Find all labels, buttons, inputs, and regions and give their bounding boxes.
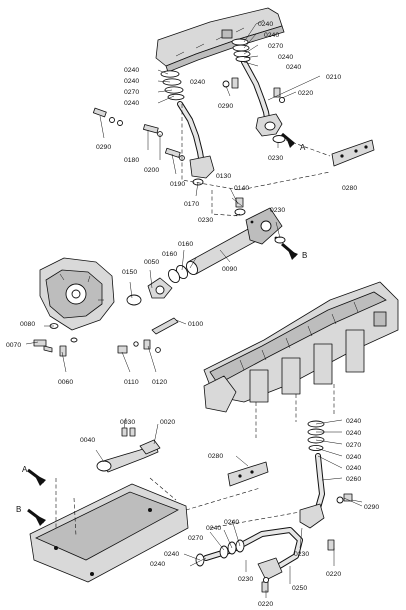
callout-0270: 0270 bbox=[346, 442, 361, 449]
callout-0020: 0020 bbox=[160, 419, 175, 426]
callout-0250: 0250 bbox=[292, 585, 307, 592]
callout-0270: 0270 bbox=[188, 535, 203, 542]
callout-0280: 0280 bbox=[342, 185, 357, 192]
oil-pan bbox=[29, 483, 189, 583]
callout-0240: 0240 bbox=[346, 430, 361, 437]
callout-0130: 0130 bbox=[216, 173, 231, 180]
bolt-set-upper-left bbox=[92, 107, 185, 161]
pipe-0090 bbox=[167, 197, 286, 284]
direction-arrow-b-bottom bbox=[27, 508, 46, 526]
callout-0240: 0240 bbox=[346, 454, 361, 461]
callout-0100: 0100 bbox=[188, 321, 203, 328]
callout-0030: 0030 bbox=[120, 419, 135, 426]
callout-0070: 0070 bbox=[6, 342, 21, 349]
callout-0290: 0290 bbox=[96, 144, 111, 151]
upper-hose-left bbox=[160, 70, 239, 186]
callout-0210: 0210 bbox=[326, 74, 341, 81]
callout-0240: 0240 bbox=[190, 79, 205, 86]
callout-0270: 0270 bbox=[268, 43, 283, 50]
callout-0220: 0220 bbox=[258, 601, 273, 608]
turbo-housing bbox=[39, 257, 115, 331]
callout-0240: 0240 bbox=[164, 551, 179, 558]
callout-0240: 0240 bbox=[346, 465, 361, 472]
callout-0280: 0280 bbox=[208, 453, 223, 460]
callout-0240: 0240 bbox=[346, 418, 361, 425]
callout-0140: 0140 bbox=[234, 185, 249, 192]
callout-0060: 0060 bbox=[58, 379, 73, 386]
direction-label-b-mid: B bbox=[302, 251, 307, 260]
callout-labels: 0240 0240 0270 0240 0240 0210 0220 0290 … bbox=[6, 21, 379, 608]
pickup-pipe-0020 bbox=[96, 427, 161, 473]
callout-0200: 0200 bbox=[144, 167, 159, 174]
callout-0120: 0120 bbox=[152, 379, 167, 386]
bolt-set-center bbox=[117, 317, 179, 354]
callout-0240: 0240 bbox=[124, 78, 139, 85]
callout-0290: 0290 bbox=[218, 103, 233, 110]
upper-intake-manifold bbox=[155, 7, 285, 73]
bracket-0280-lower bbox=[227, 461, 269, 487]
callout-0240: 0240 bbox=[286, 64, 301, 71]
callout-0240: 0240 bbox=[150, 561, 165, 568]
callout-0230: 0230 bbox=[270, 207, 285, 214]
callout-0240: 0240 bbox=[206, 525, 221, 532]
callout-0240: 0240 bbox=[278, 54, 293, 61]
callout-0240: 0240 bbox=[264, 32, 279, 39]
engine-block bbox=[203, 281, 399, 413]
callout-0240: 0240 bbox=[224, 519, 239, 526]
callout-0240: 0240 bbox=[124, 67, 139, 74]
callout-0230: 0230 bbox=[294, 551, 309, 558]
callout-0040: 0040 bbox=[80, 437, 95, 444]
callout-0220: 0220 bbox=[298, 90, 313, 97]
callout-0240: 0240 bbox=[258, 21, 273, 28]
lower-crossover-pipe bbox=[195, 527, 303, 593]
callout-0080: 0080 bbox=[20, 321, 35, 328]
callout-0180: 0180 bbox=[124, 157, 139, 164]
direction-label-a-top: A bbox=[300, 143, 306, 152]
bolt-set-turbo bbox=[33, 323, 78, 357]
leader-lines bbox=[25, 23, 363, 598]
bracket-0280-upper bbox=[331, 139, 375, 167]
callout-0090: 0090 bbox=[222, 266, 237, 273]
direction-arrow-a-top bbox=[281, 132, 295, 148]
direction-arrow-a-bottom bbox=[27, 468, 46, 486]
direction-arrow-b-mid bbox=[281, 242, 298, 260]
direction-label-b-bottom: B bbox=[16, 505, 21, 514]
callout-0170: 0170 bbox=[184, 201, 199, 208]
gasket-0050 bbox=[126, 277, 173, 306]
callout-0160: 0160 bbox=[178, 241, 193, 248]
callout-0230: 0230 bbox=[268, 155, 283, 162]
callout-0240: 0240 bbox=[124, 100, 139, 107]
callout-0050: 0050 bbox=[144, 259, 159, 266]
upper-hose-right bbox=[231, 38, 286, 143]
callout-0290: 0290 bbox=[364, 504, 379, 511]
direction-label-a-bottom: A bbox=[22, 465, 28, 474]
callout-0270: 0270 bbox=[124, 89, 139, 96]
callout-0230: 0230 bbox=[198, 217, 213, 224]
callout-0110: 0110 bbox=[124, 379, 139, 386]
callout-0190: 0190 bbox=[170, 181, 185, 188]
lower-right-hose bbox=[299, 420, 353, 551]
callout-0220: 0220 bbox=[326, 571, 341, 578]
callout-0160: 0160 bbox=[162, 251, 177, 258]
callout-0150: 0150 bbox=[122, 269, 137, 276]
callout-0230: 0230 bbox=[238, 576, 253, 583]
callout-0260: 0260 bbox=[346, 476, 361, 483]
